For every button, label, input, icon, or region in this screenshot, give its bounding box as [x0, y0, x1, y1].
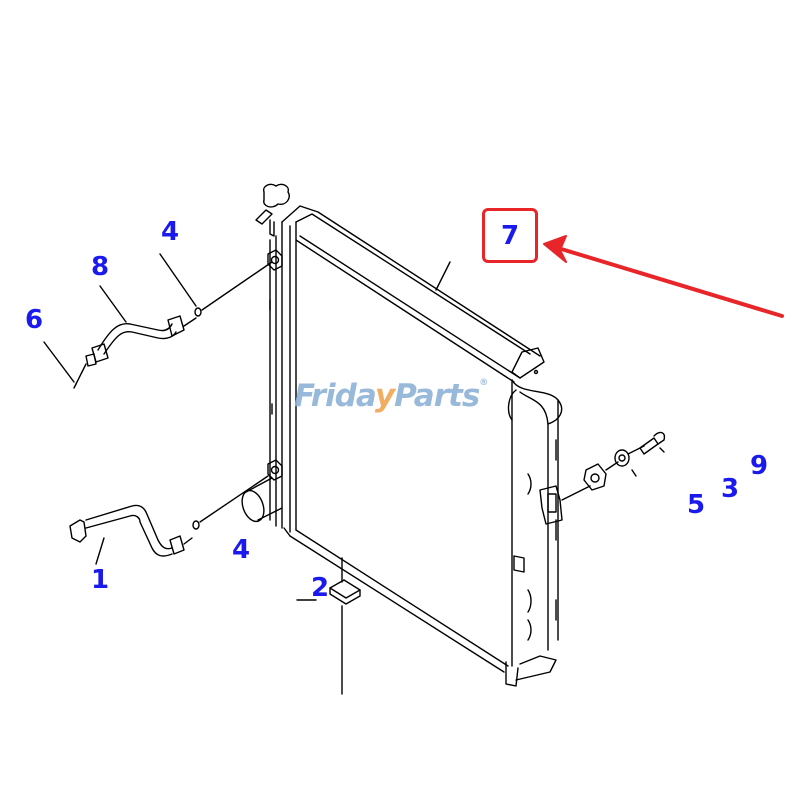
upper-tube-part-8: [73, 261, 273, 389]
outlet-cylinder: [241, 477, 283, 523]
callout-7[interactable]: 7: [500, 220, 520, 251]
bottom-mount-pad-part-2: [296, 557, 361, 695]
leader-lines: [43, 253, 197, 565]
callout-2[interactable]: 2: [310, 573, 330, 603]
callout-8[interactable]: 8: [90, 252, 110, 282]
lower-tube-part-1: [69, 475, 269, 557]
mounting-bracket-assembly: [539, 431, 666, 525]
watermark-text-2: Parts: [394, 378, 480, 414]
watermark-accent-letter: y: [374, 378, 395, 414]
callout-4-lower[interactable]: 4: [231, 535, 251, 565]
registered-mark: ®: [479, 378, 488, 388]
highlight-arrow: [543, 235, 784, 318]
callout-9[interactable]: 9: [749, 451, 769, 481]
callout-6[interactable]: 6: [24, 305, 44, 335]
callout-5[interactable]: 5: [686, 490, 706, 520]
filler-cap: [255, 183, 290, 237]
radiator-core: [269, 205, 563, 687]
watermark-text-1: Frida: [294, 378, 376, 414]
callout-3[interactable]: 3: [720, 474, 740, 504]
upper-mount-nut: [267, 249, 283, 415]
callout-4-upper[interactable]: 4: [160, 217, 180, 247]
callout-1[interactable]: 1: [90, 565, 110, 595]
lower-mount-nut: [267, 459, 283, 481]
friday-parts-watermark: FridayParts®: [294, 378, 488, 414]
highlight-box-part-7[interactable]: 7: [482, 208, 538, 263]
